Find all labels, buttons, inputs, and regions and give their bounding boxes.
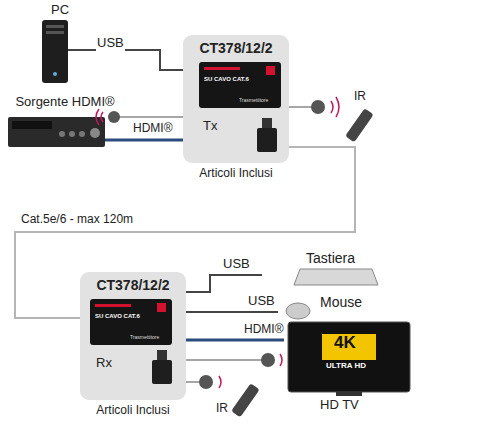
node-text: Rx: [96, 356, 112, 371]
keyboard-node: Tastiera: [262, 250, 378, 290]
cable-label: USB: [222, 257, 251, 272]
node-text: Trasmettitore: [239, 98, 268, 104]
hdmi-stub: [105, 139, 126, 142]
cable: [186, 275, 262, 292]
knob: [69, 131, 75, 137]
ir-cable: [289, 106, 312, 108]
power-adapter: [152, 360, 172, 384]
power-adapter: [257, 128, 277, 152]
tv-screen: [288, 322, 410, 392]
tv-stand: [336, 392, 362, 396]
pc-bay: [46, 25, 64, 28]
ir-receiver: [199, 375, 213, 389]
pc-led: [53, 72, 57, 76]
brand-logo: [157, 303, 166, 312]
cable: [15, 147, 355, 318]
cable-label: Cat.5e/6 - max 120m: [20, 213, 134, 227]
mouse-icon: [286, 303, 310, 319]
remote-control: [345, 108, 374, 142]
node-text: HD TV: [320, 398, 359, 413]
node-text: PC: [30, 3, 90, 18]
node-text: Tx: [203, 119, 217, 134]
source-device: [8, 117, 105, 147]
node-text: Tastiera: [306, 250, 355, 266]
node-text: Trasmettitore: [130, 335, 159, 341]
node-text: Articoli Inclusi: [80, 404, 186, 418]
4k-logo-band: [322, 360, 376, 372]
receiver-box: CT378/12/2RxArticoli Inclusi SU CAVO CAT.…: [80, 272, 186, 422]
device-body: SU CAVO CAT.6Trasmettitore: [90, 299, 172, 345]
ir-cable: [186, 359, 262, 361]
ir-waves: [96, 109, 103, 125]
ir-waves: [331, 97, 339, 117]
ir-waves: [219, 376, 221, 388]
ir-receiver: [311, 100, 325, 114]
cable: [126, 139, 183, 142]
cable-label: USB: [96, 36, 125, 51]
ir-waves: [280, 354, 282, 366]
pc-tower: [42, 20, 68, 83]
usb-stub: [68, 49, 92, 51]
source-node: Sorgente HDMI®: [4, 95, 126, 153]
knob: [90, 128, 100, 138]
adapter-plug: [157, 350, 167, 360]
cable-label: HDMI®: [243, 323, 285, 337]
ir-cable: [186, 381, 200, 383]
rx-panel: [80, 272, 186, 400]
red-stripe: [204, 67, 240, 70]
knob: [79, 131, 85, 137]
4k-logo: [322, 334, 376, 372]
knob: [59, 131, 65, 137]
cable: [90, 50, 183, 70]
device-body: SU CAVO CAT.6Trasmettitore: [199, 62, 281, 108]
red-stripe: [95, 304, 131, 307]
logo-text: 4K: [334, 333, 356, 353]
cable: [186, 311, 278, 313]
adapter-plug: [262, 118, 272, 128]
pc-node: PC: [30, 3, 90, 88]
cable-label: HDMI®: [132, 122, 174, 136]
tx-panel: [183, 35, 289, 163]
node-text: SU CAVO CAT.6: [95, 313, 140, 320]
cable-label: USB: [247, 294, 276, 309]
node-text: Articoli Inclusi: [183, 167, 289, 181]
ir-label: IR: [216, 402, 228, 416]
node-text: CT378/12/2: [80, 277, 186, 293]
brand-logo: [266, 66, 275, 75]
transmitter-box: CT378/12/2TxArticoli Inclusi SU CAVO CAT.…: [183, 35, 289, 185]
ir-emitter: [108, 111, 120, 123]
pc-bay: [46, 31, 64, 34]
node-text: Sorgente HDMI®: [4, 95, 126, 110]
ir-emitter: [261, 353, 275, 367]
source-display: [12, 121, 52, 129]
cable: [186, 339, 284, 342]
node-text: Mouse: [320, 294, 362, 310]
ir-label: IR: [354, 90, 366, 104]
node-text: SU CAVO CAT.6: [204, 76, 249, 83]
remote-control: [231, 383, 260, 417]
node-text: CT378/12/2: [183, 40, 289, 56]
keyboard: [294, 269, 378, 285]
ir-cable: [118, 116, 183, 118]
mouse-node: Mouse: [278, 292, 378, 322]
logo-text: ULTRA HD: [326, 361, 366, 370]
